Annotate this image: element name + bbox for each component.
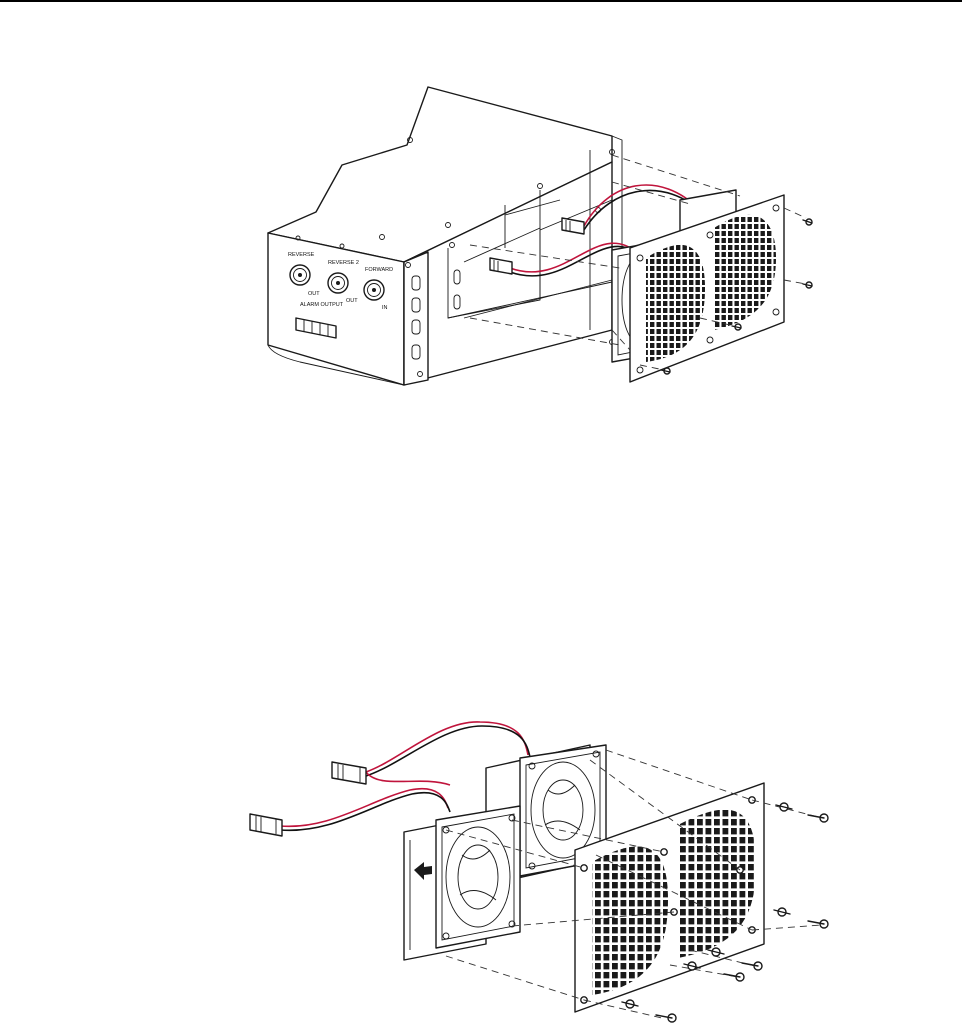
connector-plug-3 [332,762,366,784]
connector-reverse [290,265,310,285]
connector-reverse-2 [328,273,348,293]
label-in: IN [382,305,388,311]
screw [656,1014,676,1022]
screw [724,973,744,981]
label-reverse-2: REVERSE 2 [328,260,359,266]
connector-forward [364,280,384,300]
chassis-fan-assembly: REVERSE REVERSE 2 FORWARD OUT OUT IN AL [268,87,812,385]
label-out-2: OUT [346,298,358,304]
grille-panel-top [630,195,784,382]
label-forward: FORWARD [365,267,393,273]
fan-assembly-exploded [250,722,828,1022]
label-alarm-output: ALARM OUTPUT [300,302,344,308]
standoff [774,908,790,916]
label-reverse: REVERSE [288,252,315,258]
label-out-1: OUT [308,291,320,297]
screw [742,962,762,970]
front-fan [404,806,520,960]
chassis-housing [268,87,622,385]
standoff [622,1000,638,1008]
connector-plug-4 [250,814,282,836]
screw [808,814,828,822]
screw [808,920,828,928]
